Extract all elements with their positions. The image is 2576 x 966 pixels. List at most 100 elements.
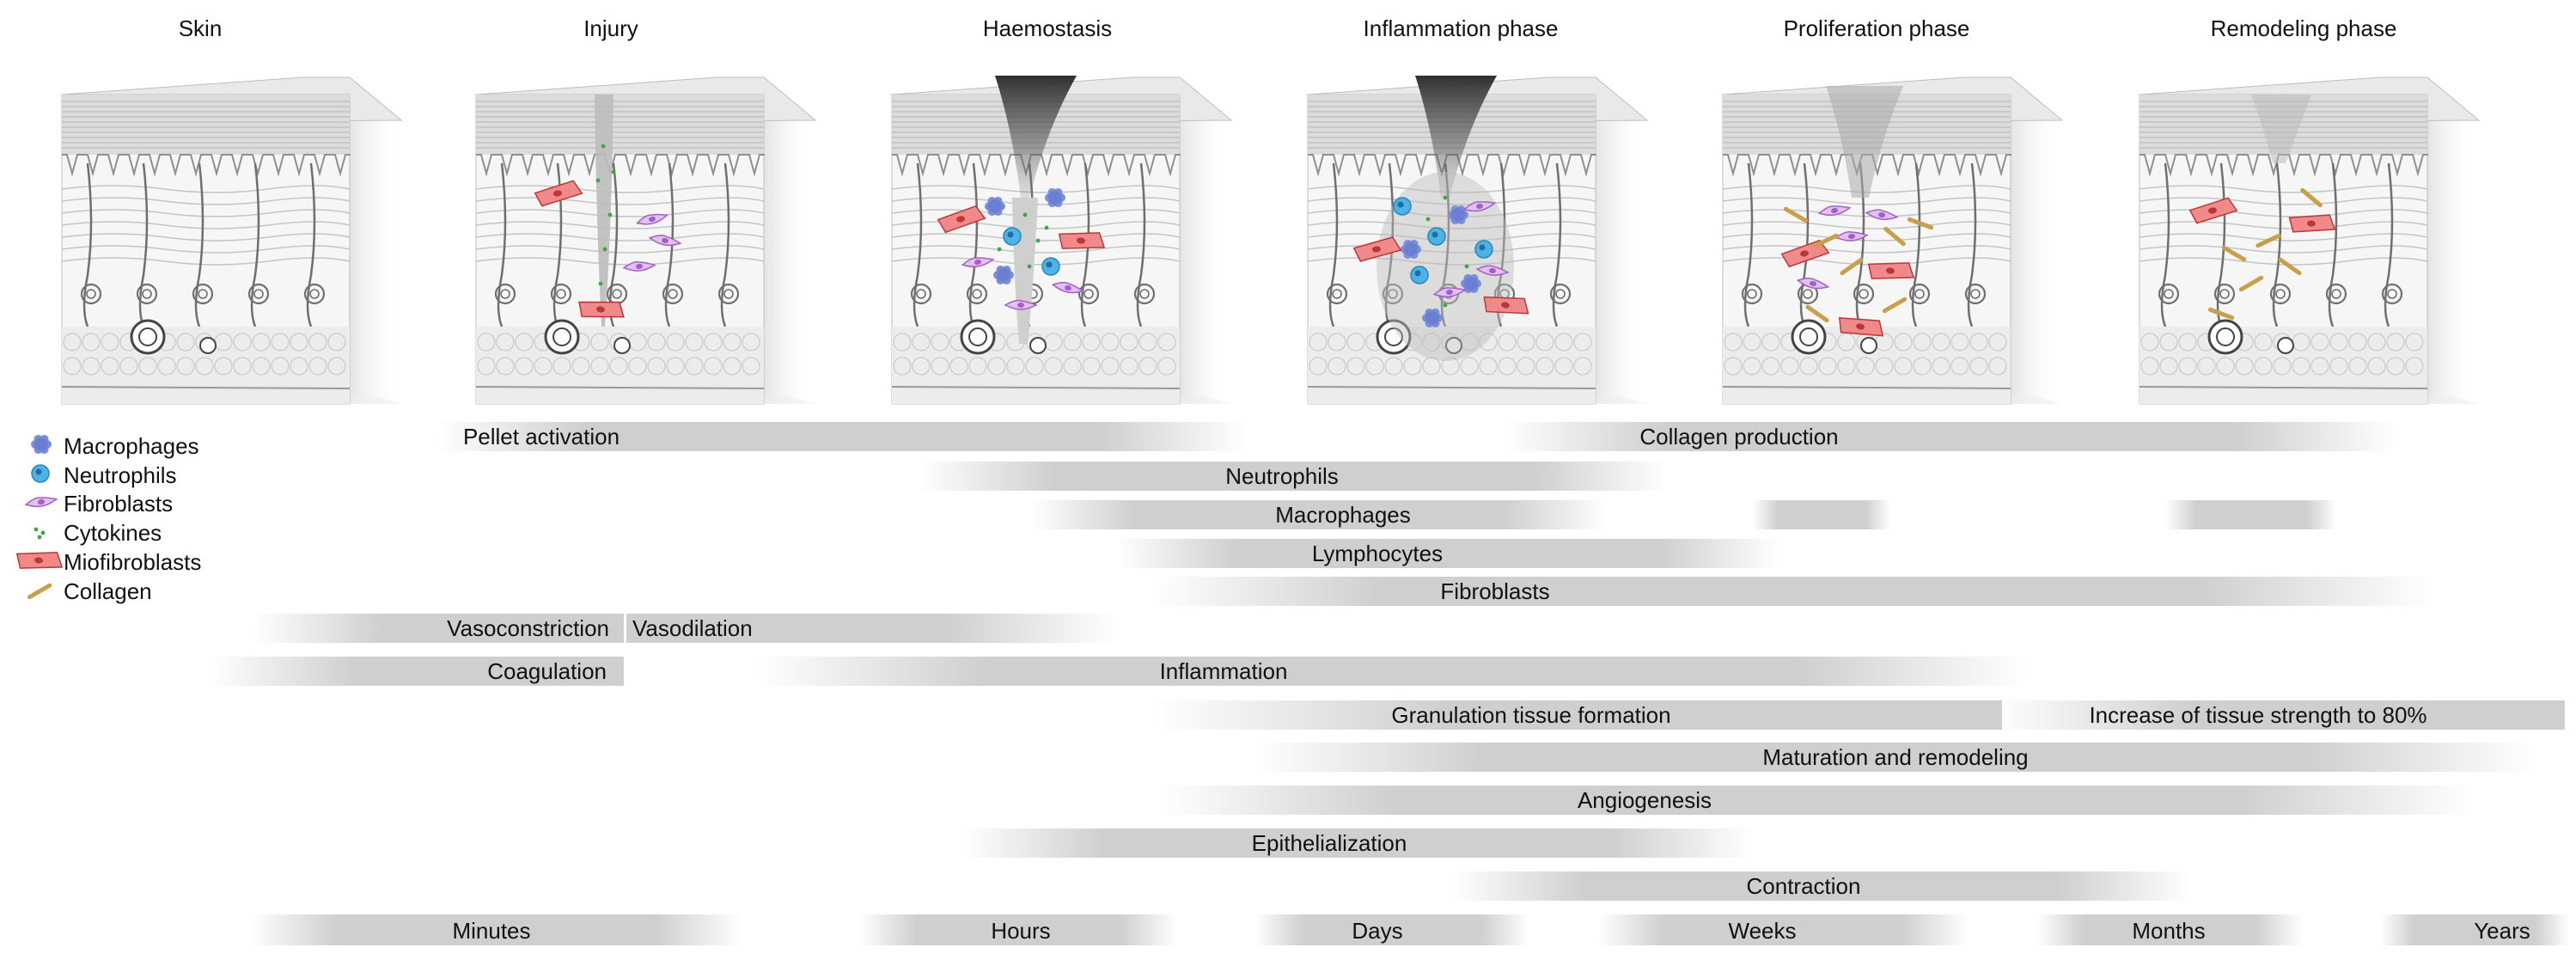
timescale-bar <box>249 914 743 945</box>
neutrophil-icon <box>31 464 50 483</box>
process-bar-fill <box>253 614 624 643</box>
process-bar-fill <box>756 657 2028 686</box>
skin-block <box>2138 76 2481 405</box>
collagen-fiber <box>1882 297 1908 314</box>
collagen-fiber <box>2278 257 2302 276</box>
skin-block <box>1306 76 1649 405</box>
process-bar-fill <box>1151 577 2432 606</box>
process-bar: Contraction <box>1452 871 2191 901</box>
process-bar: Granulation tissue formation <box>1151 700 2002 730</box>
stage-title: Proliferation phase <box>1784 15 1970 41</box>
skin-block <box>1721 76 2064 405</box>
macrophage-extension-bar <box>1753 500 1890 529</box>
collagen-fiber <box>2207 307 2235 321</box>
process-bar-label: Granulation tissue formation <box>1391 702 1670 728</box>
cytokine-dot <box>598 281 603 286</box>
neutrophil-cell <box>31 464 50 483</box>
fibroblast-cell <box>1817 205 1852 217</box>
cytokine-dot <box>1443 195 1448 200</box>
process-bar-label: Pellet activation <box>463 424 620 449</box>
process-bar-label: Lymphocytes <box>1312 541 1443 566</box>
cytokine-dot <box>1035 238 1041 243</box>
miofibroblast-icon <box>15 552 64 569</box>
miofibroblast-cell <box>2288 214 2336 233</box>
fibroblast-cell <box>1834 231 1869 242</box>
cytokine-dot <box>595 178 601 183</box>
timescale-label: Weeks <box>1729 918 1797 944</box>
process-bar-label: Angiogenesis <box>1578 787 1712 813</box>
miofibroblast-cell <box>1483 296 1529 315</box>
fibroblast-cell <box>636 213 669 225</box>
collagen-fiber <box>1907 217 1934 230</box>
cytokine-dot <box>1022 212 1028 217</box>
process-bar-label: Neutrophils <box>1225 463 1339 489</box>
timescale-segment: Days <box>1254 914 1529 945</box>
process-bar-label: Increase of tissue strength to 80% <box>2089 702 2426 728</box>
timescale-bar <box>1254 914 1529 945</box>
miofibroblast-cell <box>534 180 583 207</box>
collagen-fiber <box>27 583 52 600</box>
process-bar: Pellet activation <box>438 422 1246 451</box>
process-bar: Fibroblasts <box>1151 577 2432 606</box>
process-bar-label: Epithelialization <box>1252 830 1407 856</box>
cytokine-dot <box>1425 217 1431 222</box>
fibroblast-cell <box>1004 299 1038 310</box>
fibroblast-cell <box>648 235 682 247</box>
miofibroblast-cell <box>1352 236 1402 262</box>
neutrophil-cell <box>1003 227 1022 246</box>
process-bar-label: Fibroblasts <box>1440 578 1549 604</box>
cytokine-dot <box>1027 264 1032 269</box>
fibroblast-cell <box>622 261 656 272</box>
process-bar-fill <box>1452 871 2191 901</box>
macrophage-cell <box>1461 273 1481 294</box>
process-bar-label: Vasodilation <box>632 615 753 641</box>
cytokine-dot <box>602 247 607 252</box>
timescale-segment: Minutes <box>249 914 743 945</box>
collagen-fiber <box>2238 275 2264 292</box>
timescale-bar <box>859 914 1177 945</box>
fibroblast-cell <box>1462 201 1497 212</box>
timescale-bar <box>2380 914 2569 945</box>
miofibroblast-cell <box>1058 232 1106 249</box>
miofibroblast-cell <box>1867 262 1915 279</box>
timescale-label: Years <box>2474 918 2530 944</box>
fibroblast-cell <box>1865 209 1899 220</box>
neutrophil-cell <box>1410 266 1429 284</box>
skin-block <box>474 76 817 405</box>
process-bar: Vasodilation <box>626 614 1117 643</box>
process-bar-fill <box>1160 786 2475 815</box>
neutrophil-cell <box>1427 227 1446 246</box>
cytokine-dot <box>34 527 39 532</box>
process-bar: Epithelialization <box>962 828 1753 858</box>
process-bar: Inflammation <box>756 657 2028 686</box>
cytokine-dot <box>601 144 606 149</box>
process-bar: Angiogenesis <box>1160 786 2475 815</box>
macrophage-cell <box>1448 205 1468 225</box>
legend-label: Cytokines <box>64 520 162 546</box>
cytokine-icon <box>34 527 46 540</box>
timescale-segment: Hours <box>859 914 1177 945</box>
collagen-fiber <box>1805 304 1829 323</box>
fibroblast-cell <box>961 257 995 268</box>
process-bar-label: Coagulation <box>487 658 607 684</box>
fibroblast-cell <box>24 497 58 508</box>
process-bar: Lymphocytes <box>1117 539 1779 568</box>
collagen-fiber <box>2221 245 2247 262</box>
process-bar-fill <box>1151 700 2002 730</box>
neutrophil-cell <box>1393 197 1412 216</box>
process-bar: Collagen production <box>1504 422 2397 451</box>
legend-label: Macrophages <box>64 433 199 459</box>
stage-title: Skin <box>179 15 223 41</box>
timescale-bar <box>2036 914 2303 945</box>
process-bar: Macrophages <box>1031 500 1607 529</box>
fibroblast-icon <box>24 497 58 508</box>
collagen-fiber <box>1783 206 1809 223</box>
collagen-fiber <box>1840 257 1864 276</box>
miofibroblast-cell <box>1838 317 1884 337</box>
legend-label: Collagen <box>64 578 152 604</box>
timescale-label: Minutes <box>452 918 530 944</box>
process-bars: Pellet activation Collagen productionNeut… <box>211 422 2565 901</box>
cytokine-dot <box>607 212 613 217</box>
legend: MacrophagesNeutrophilsFibroblastsCytokin… <box>15 433 201 604</box>
